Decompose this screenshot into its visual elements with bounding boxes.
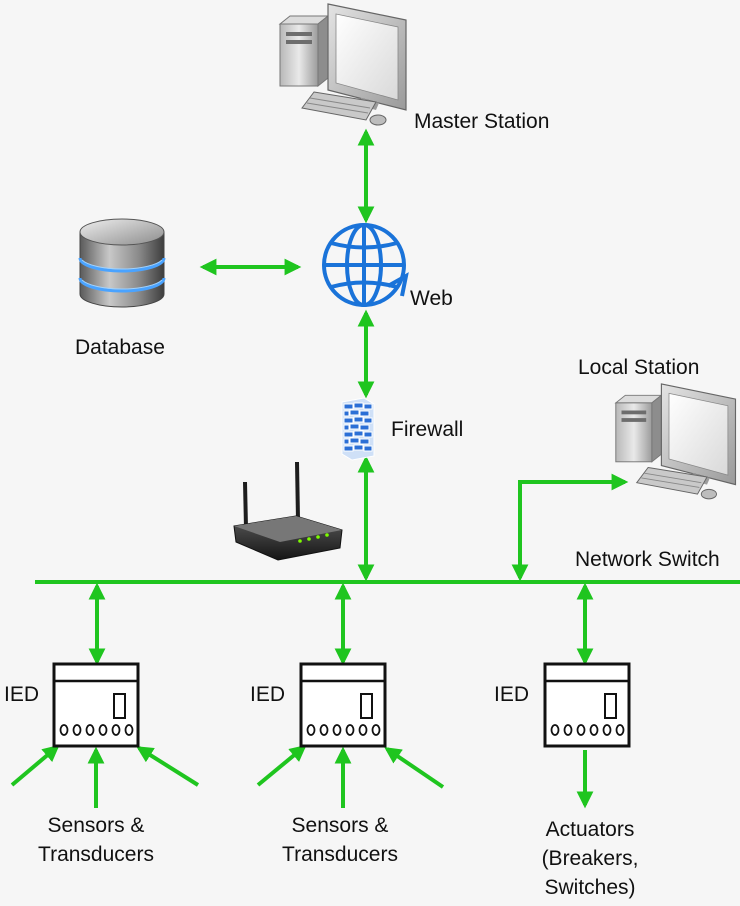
- label-sensors-2: Sensors & Transducers: [262, 811, 418, 869]
- label-actuators-line2: (Breakers,: [541, 847, 639, 870]
- label-sensors-1: Sensors & Transducers: [18, 811, 174, 869]
- label-ied-2: IED: [250, 683, 286, 706]
- label-local-station: Local Station: [578, 356, 700, 379]
- arrow-sensor-1c: [136, 746, 200, 787]
- label-actuators-line1: Actuators: [545, 818, 635, 841]
- label-sensors-2-line1: Sensors &: [291, 814, 389, 837]
- database-icon: [78, 218, 166, 308]
- label-sensors-2-line2: Transducers: [282, 843, 398, 866]
- wireless-router-icon: [233, 461, 343, 561]
- globe-icon: [322, 223, 409, 307]
- label-firewall: Firewall: [391, 418, 464, 441]
- label-web: Web: [410, 287, 453, 310]
- ied-device-icon: [52, 662, 140, 748]
- label-actuators-line3: Switches): [544, 876, 636, 899]
- arrow-sensor-1a: [10, 744, 60, 787]
- label-ied-3: IED: [494, 683, 530, 706]
- label-sensors-1-line1: Sensors &: [47, 814, 145, 837]
- label-actuators: Actuators (Breakers, Switches): [520, 815, 660, 902]
- connectors: [10, 128, 740, 809]
- desktop-computer-icon: [278, 3, 407, 126]
- desktop-computer-icon: [614, 383, 737, 500]
- firewall-icon: [341, 397, 375, 461]
- label-ied-1: IED: [4, 683, 40, 706]
- arrow-sensor-2c: [384, 747, 445, 789]
- ied-device-icon: [543, 662, 631, 748]
- ied-device-icon: [299, 662, 387, 748]
- label-master-station: Master Station: [414, 110, 550, 133]
- label-network-switch: Network Switch: [575, 548, 720, 571]
- arrow-bus-local-station: [511, 473, 629, 582]
- arrow-sensor-2a: [256, 744, 307, 787]
- label-sensors-1-line2: Transducers: [38, 843, 154, 866]
- label-database: Database: [75, 336, 165, 359]
